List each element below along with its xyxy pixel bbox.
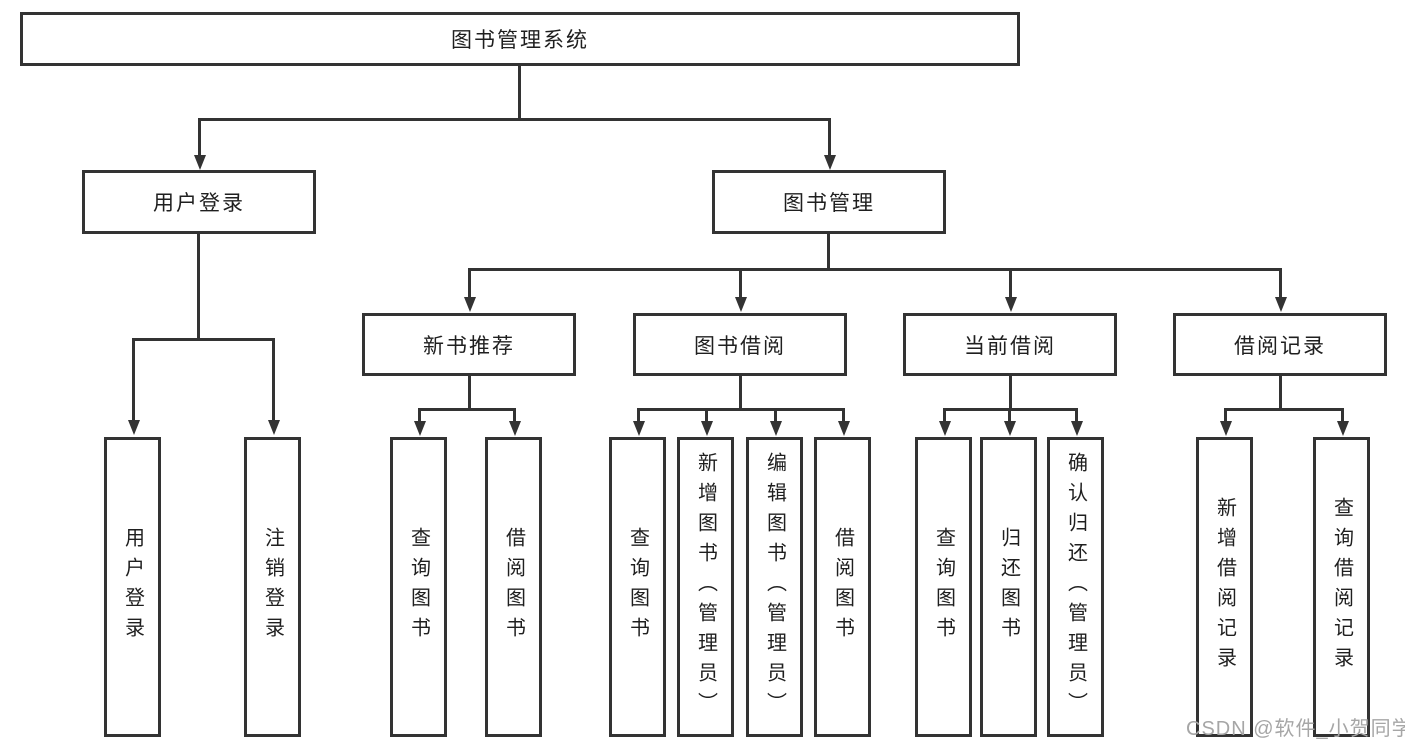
csdn-watermark: CSDN @软件_小贺同学	[1186, 718, 1405, 740]
arrow-to-leaf-add-borrow-record	[1224, 408, 1227, 421]
box-current-borrowing: 当前借阅	[903, 313, 1117, 376]
leaf-search-books-current: 查询图书	[915, 437, 972, 737]
arrow-to-leaf-edit-book-admin	[774, 408, 777, 421]
connector-records-trunk	[1279, 375, 1282, 411]
box-new-book-recommendation: 新书推荐	[362, 313, 576, 376]
connector-user-login-split	[132, 338, 275, 341]
connector-root-split	[198, 118, 831, 121]
connector-current-trunk	[1009, 375, 1012, 411]
arrow-to-leaf-return-books	[1008, 408, 1011, 421]
connector-root-trunk	[518, 66, 521, 121]
leaf-edit-book-admin: 编辑图书（管理员）	[746, 437, 803, 737]
connector-book-management-split	[468, 268, 1282, 271]
connector-user-login-trunk	[197, 233, 200, 341]
leaf-add-book-admin: 新增图书（管理员）	[677, 437, 734, 737]
arrow-to-leaf-confirm-return-admin	[1075, 408, 1078, 421]
leaf-add-borrow-record: 新增借阅记录	[1196, 437, 1253, 737]
arrow-to-leaf-borrow-books-recommend	[513, 408, 516, 421]
box-user-login: 用户登录	[82, 170, 316, 234]
box-borrowing-records: 借阅记录	[1173, 313, 1387, 376]
leaf-query-borrow-record: 查询借阅记录	[1313, 437, 1370, 737]
arrow-to-leaf-user-login	[132, 338, 135, 420]
connector-records-split	[1224, 408, 1344, 411]
arrow-to-leaf-query-borrow-record	[1341, 408, 1344, 421]
box-library-management-system: 图书管理系统	[20, 12, 1020, 66]
arrow-to-new-book-recommendation	[468, 268, 471, 297]
arrow-to-leaf-borrow-books-borrowing	[842, 408, 845, 421]
leaf-return-books: 归还图书	[980, 437, 1037, 737]
arrow-to-leaf-search-books-recommend	[418, 408, 421, 421]
connector-borrowing-trunk	[739, 375, 742, 411]
leaf-search-books-recommend: 查询图书	[390, 437, 447, 737]
arrow-to-leaf-add-book-admin	[705, 408, 708, 421]
arrow-to-user-login	[198, 118, 201, 155]
arrow-to-borrowing-records	[1279, 268, 1282, 297]
leaf-logout: 注销登录	[244, 437, 301, 737]
connector-newbook-split	[418, 408, 516, 411]
arrow-to-book-management	[828, 118, 831, 155]
leaf-search-books-borrowing: 查询图书	[609, 437, 666, 737]
arrow-to-leaf-search-books-current	[943, 408, 946, 421]
box-book-management: 图书管理	[712, 170, 946, 234]
leaf-borrow-books-recommend: 借阅图书	[485, 437, 542, 737]
connector-book-management-trunk	[827, 233, 830, 271]
connector-borrowing-split	[637, 408, 845, 411]
arrow-to-current-borrowing	[1009, 268, 1012, 297]
connector-newbook-trunk	[468, 375, 471, 411]
arrow-to-leaf-logout	[272, 338, 275, 420]
arrow-to-book-borrowing	[739, 268, 742, 297]
box-book-borrowing: 图书借阅	[633, 313, 847, 376]
arrow-to-leaf-search-books-borrowing	[637, 408, 640, 421]
leaf-confirm-return-admin: 确认归还（管理员）	[1047, 437, 1104, 737]
leaf-borrow-books-borrowing: 借阅图书	[814, 437, 871, 737]
leaf-user-login: 用户登录	[104, 437, 161, 737]
